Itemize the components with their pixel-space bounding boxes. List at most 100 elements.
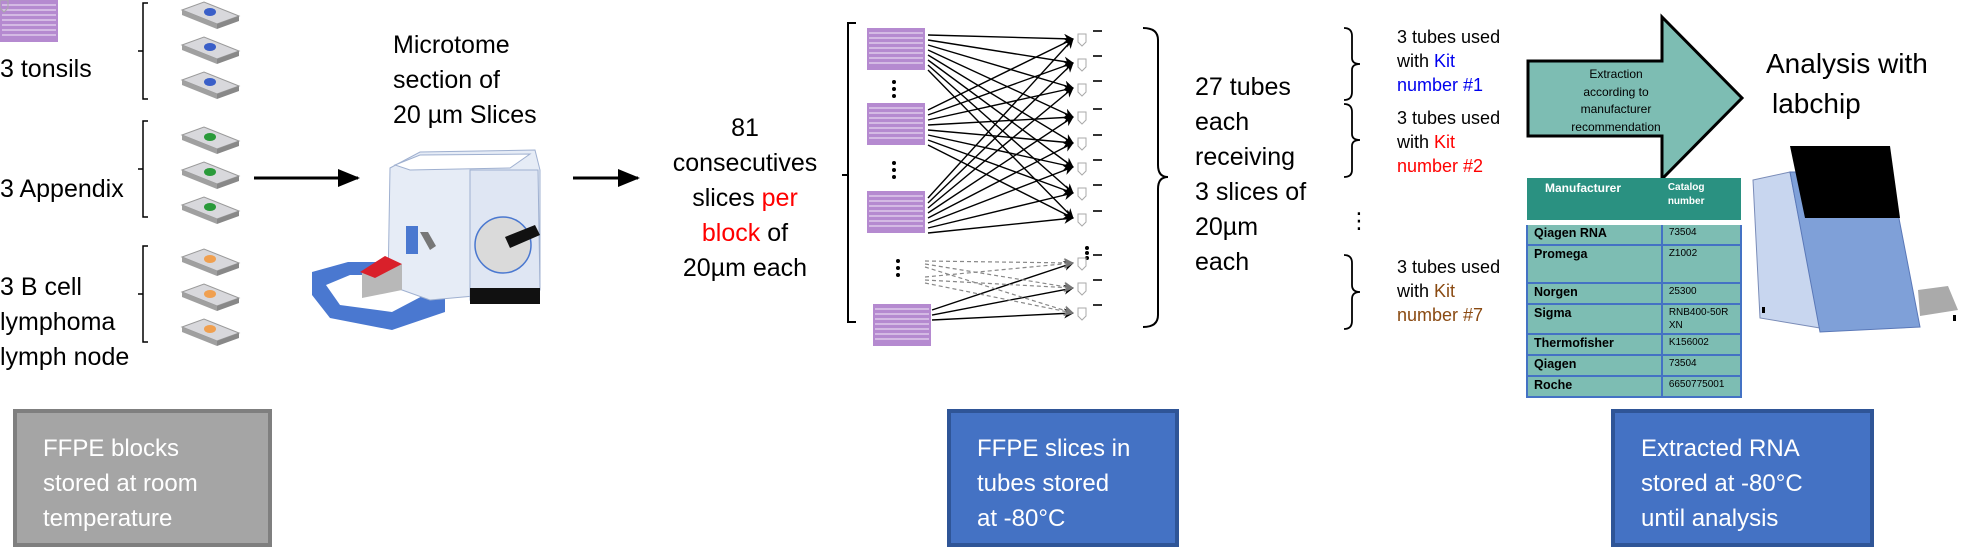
microtome-illustration (312, 149, 541, 330)
tissue-label-tonsils: 3 tonsils (0, 55, 92, 83)
kit-ellipsis: ⋮ (1348, 208, 1370, 233)
extraction-line-2: according to (1583, 84, 1649, 99)
extraction-line-3: manufacturer (1580, 102, 1652, 116)
cell-catalog: RNB400-50RXN (1660, 303, 1743, 335)
cell-manufacturer: Qiagen RNA (1526, 221, 1663, 246)
kit-1-with: with (1397, 51, 1435, 71)
kit-2-line-1: 3 tubes used (1397, 108, 1501, 128)
kit-7-with: with (1397, 281, 1435, 301)
slices-of-text: of (760, 219, 789, 247)
tubes-line-6: each (1195, 248, 1250, 276)
kit-2-with: with (1397, 132, 1435, 152)
storage-rna-line-1: Extracted RNA (1641, 435, 1800, 462)
appendix-blocks (181, 126, 240, 225)
tubes-line-2: each (1195, 108, 1250, 136)
storage-slices-line-2: tubes stored (977, 470, 1110, 497)
microtome-line-2: section of (393, 66, 501, 94)
kit-2-kit-word: Kit (1434, 132, 1456, 152)
slices-per-highlight: per (761, 184, 798, 212)
microtome-label: Microtome section of 20 µm Slices (393, 28, 537, 133)
slices-label: 81 consecutives slices per block of 20µm… (650, 111, 840, 286)
analysis-label: Analysis with labchip (1766, 44, 1928, 124)
analysis-line-1: Analysis with (1766, 48, 1928, 79)
cell-manufacturer: Thermofisher (1526, 333, 1663, 356)
cell-catalog: 25300 (1660, 282, 1743, 305)
slices-count: 81 (731, 114, 759, 142)
cell-manufacturer: Promega (1526, 244, 1663, 284)
tubes-brace-right (1142, 27, 1169, 328)
cell-manufacturer: Sigma (1526, 303, 1663, 335)
stack-ellipsis (892, 80, 1089, 277)
tubes-label: 27 tubes each receiving 3 slices of 20µm… (1195, 70, 1306, 280)
storage-box-blocks: FFPE blocks stored at room temperature (13, 409, 272, 547)
header-catalog: Catalog number (1661, 178, 1741, 225)
labchip-illustration (1752, 146, 1958, 333)
lymphoma-line-3: lymph node (0, 343, 130, 371)
cell-catalog: Z1002 (1660, 244, 1743, 284)
lymphoma-blocks (181, 248, 240, 347)
microtome-line-3: 20 µm Slices (393, 101, 537, 129)
kit-7-line-2: with Kit (1397, 279, 1500, 303)
tubes-line-5: 20µm (1195, 213, 1259, 241)
kit-2-line-2: with Kit (1397, 130, 1500, 154)
tissue-label-appendix: 3 Appendix (0, 175, 124, 203)
microtome-line-1: Microtome (393, 31, 510, 59)
tissue-label-lymphoma: 3 B cell lymphoma lymph node (0, 270, 129, 375)
extraction-line-4: recommendation (1571, 119, 1661, 134)
header-manufacturer: Manufacturer (1527, 178, 1662, 225)
cell-catalog: 73504 (1660, 354, 1743, 377)
storage-box-rna: Extracted RNA stored at -80°C until anal… (1611, 409, 1874, 547)
slices-line-4: block of (650, 216, 840, 251)
extraction-arrow-shape (1526, 13, 1745, 183)
slices-line-3: slices per (650, 181, 840, 216)
slices-text: slices (692, 184, 762, 212)
tubes-line-3: receiving (1195, 143, 1296, 171)
kit-2-number: number #2 (1397, 156, 1484, 176)
cell-manufacturer: Roche (1526, 375, 1663, 398)
tissue-brackets (138, 2, 148, 343)
storage-slices-line-3: at -80°C (977, 505, 1066, 532)
kit-1-line-2: with Kit (1397, 49, 1500, 73)
storage-blocks-line-2: stored at room (43, 470, 198, 497)
kit-table-header: Manufacturer Catalog number (1527, 178, 1741, 225)
tube-icons (0, 0, 1103, 321)
kit-label-2: 3 tubes used with Kit number #2 (1397, 106, 1500, 178)
storage-box-slices: FFPE slices in tubes stored at -80°C (947, 409, 1179, 547)
kit-7-number: number #7 (1397, 305, 1484, 325)
lymphoma-line-2: lymphoma (0, 308, 116, 336)
analysis-line-2: labchip (1772, 88, 1861, 119)
kit-braces (1343, 27, 1361, 330)
kit-label-1: 3 tubes used with Kit number #1 (1397, 25, 1500, 97)
slices-line-2: consecutives (672, 149, 818, 177)
storage-blocks-line-1: FFPE blocks (43, 435, 180, 462)
tubes-line-4: 3 slices of (1195, 178, 1307, 206)
slices-line-5: 20µm each (682, 254, 808, 282)
cell-manufacturer: Qiagen (1526, 354, 1663, 377)
extraction-arrow-label: Extraction according to manufacturer rec… (1548, 66, 1684, 136)
storage-slices-line-1: FFPE slices in (977, 435, 1131, 462)
cell-catalog: K156002 (1660, 333, 1743, 356)
cell-catalog: 6650775001 (1660, 375, 1743, 398)
storage-rna-line-3: until analysis (1641, 505, 1779, 532)
slices-bracket-left (842, 22, 856, 323)
tubes-line-1: 27 tubes (1195, 73, 1291, 101)
kit-label-7: 3 tubes used with Kit number #7 (1397, 255, 1500, 327)
kit-1-line-1: 3 tubes used (1397, 27, 1501, 47)
storage-blocks-line-3: temperature (43, 505, 173, 532)
kit-1-number: number #1 (1397, 75, 1484, 95)
distribution-arrows-dashed (924, 257, 1074, 317)
tonsil-blocks (181, 1, 240, 100)
lymphoma-line-1: 3 B cell (0, 273, 82, 301)
kit-7-line-1: 3 tubes used (1397, 257, 1501, 277)
cell-catalog: 73504 (1660, 221, 1743, 246)
extraction-line-1: Extraction (1589, 67, 1643, 81)
storage-rna-line-2: stored at -80°C (1641, 470, 1803, 497)
